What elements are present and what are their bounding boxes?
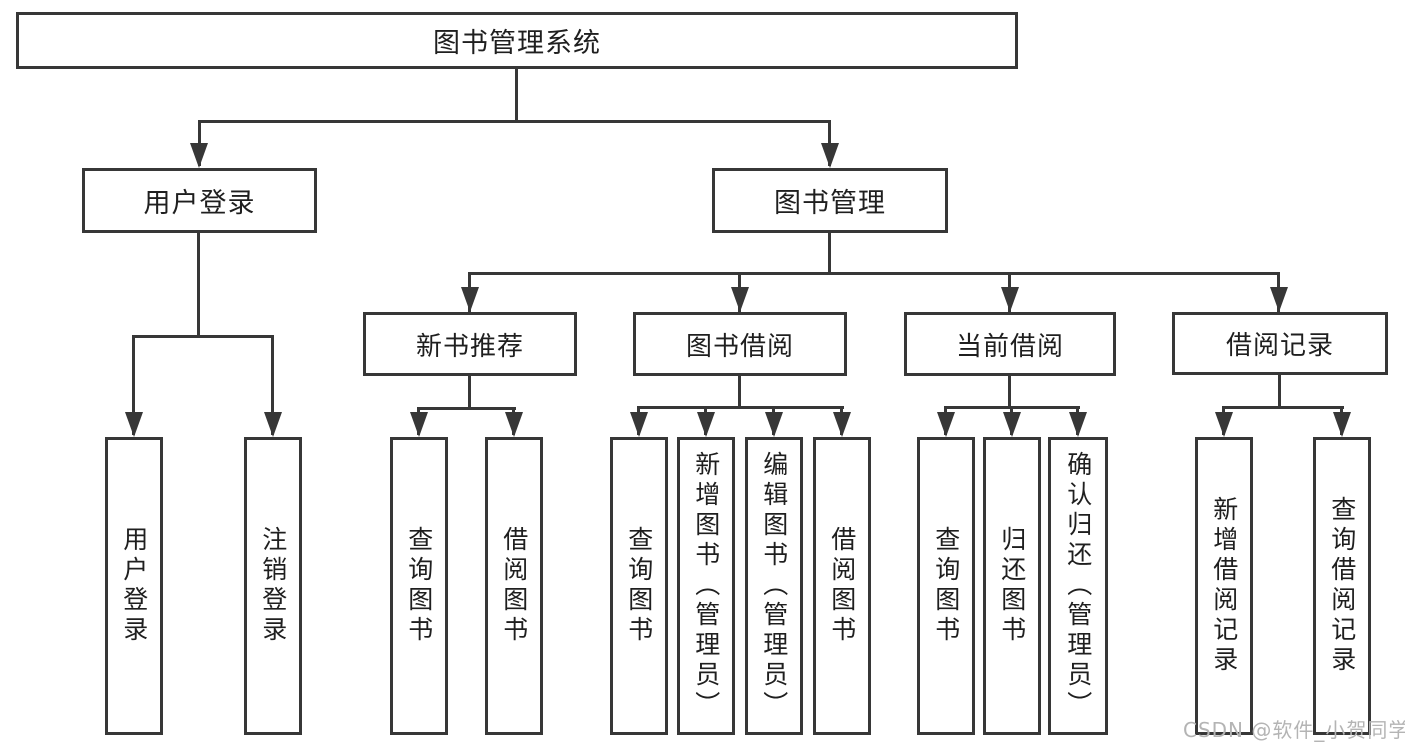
- connector-book-stem: [828, 233, 831, 275]
- arrowhead: [765, 412, 783, 437]
- csdn-watermark: CSDN @软件_小贺同学: [1183, 718, 1405, 742]
- arrowhead: [630, 412, 648, 437]
- leaf-current-query-books: 查询图书: [917, 437, 975, 735]
- connector-recommend-stem: [468, 376, 471, 409]
- leaf-borrow-borrow-books: 借阅图书: [813, 437, 871, 735]
- connector-root-stem: [515, 69, 518, 122]
- leaf-current-confirm-return-admin: 确认归还（管理员）: [1048, 437, 1108, 735]
- connector-records-stem: [1278, 375, 1281, 408]
- arrowhead: [410, 412, 428, 437]
- leaf-user-login: 用户登录: [105, 437, 163, 735]
- leaf-borrow-borrow-books-label: 借阅图书: [827, 526, 857, 646]
- node-user-login: 用户登录: [82, 168, 317, 233]
- leaf-current-query-books-label: 查询图书: [931, 526, 961, 646]
- node-new-book-recommend: 新书推荐: [363, 312, 577, 376]
- connector-user-bus: [133, 335, 274, 338]
- connector-borrow-bus: [637, 406, 844, 409]
- node-borrow-records-label: 借阅记录: [1225, 331, 1334, 361]
- node-root-label: 图书管理系统: [433, 28, 601, 59]
- node-borrow-records: 借阅记录: [1172, 312, 1388, 375]
- leaf-borrow-edit-books-admin-label: 编辑图书（管理员）: [759, 451, 789, 721]
- leaf-recommend-borrow-books: 借阅图书: [485, 437, 543, 735]
- leaf-records-query-record: 查询借阅记录: [1313, 437, 1371, 735]
- node-user-login-label: 用户登录: [143, 188, 256, 219]
- arrowhead: [505, 412, 523, 437]
- leaf-recommend-query-books: 查询图书: [390, 437, 448, 735]
- leaf-current-return-books: 归还图书: [983, 437, 1041, 735]
- leaf-borrow-edit-books-admin: 编辑图书（管理员）: [745, 437, 803, 735]
- leaf-recommend-query-books-label: 查询图书: [404, 526, 434, 646]
- arrowhead: [1001, 287, 1019, 312]
- arrowhead: [1270, 287, 1288, 312]
- connector-recommend-bus: [417, 407, 516, 410]
- node-new-book-recommend-label: 新书推荐: [415, 331, 524, 362]
- node-root-system: 图书管理系统: [16, 12, 1018, 69]
- leaf-current-confirm-return-admin-label: 确认归还（管理员）: [1063, 451, 1093, 721]
- node-current-borrow-label: 当前借阅: [955, 331, 1064, 362]
- arrowhead: [1215, 412, 1233, 437]
- leaf-borrow-query-books: 查询图书: [610, 437, 668, 735]
- connector-current-stem: [1008, 376, 1011, 408]
- connector-borrow-stem: [738, 376, 741, 408]
- connector-to-leaf-logout: [271, 335, 274, 435]
- arrowhead: [125, 412, 143, 437]
- leaf-records-add-record: 新增借阅记录: [1195, 437, 1253, 735]
- arrowhead: [264, 412, 282, 437]
- leaf-logout: 注销登录: [244, 437, 302, 735]
- leaf-recommend-borrow-books-label: 借阅图书: [499, 526, 529, 646]
- leaf-borrow-query-books-label: 查询图书: [624, 526, 654, 646]
- connector-user-stem: [197, 233, 200, 336]
- node-book-management: 图书管理: [712, 168, 948, 233]
- arrowhead: [1003, 412, 1021, 437]
- arrowhead: [697, 412, 715, 437]
- connector-records-bus: [1222, 406, 1344, 409]
- leaf-borrow-add-books-admin-label: 新增图书（管理员）: [691, 451, 721, 721]
- node-book-borrow-label: 图书借阅: [685, 331, 794, 362]
- connector-root-bus: [198, 120, 831, 123]
- arrowhead: [190, 143, 208, 168]
- arrowhead: [937, 412, 955, 437]
- leaf-records-query-record-label: 查询借阅记录: [1327, 496, 1357, 676]
- leaf-records-add-record-label: 新增借阅记录: [1209, 496, 1239, 676]
- arrowhead: [1069, 412, 1087, 437]
- leaf-user-login-label: 用户登录: [119, 526, 149, 646]
- node-book-borrow: 图书借阅: [633, 312, 847, 376]
- arrowhead: [833, 412, 851, 437]
- node-book-management-label: 图书管理: [774, 188, 886, 219]
- arrowhead: [731, 287, 749, 312]
- leaf-borrow-add-books-admin: 新增图书（管理员）: [677, 437, 735, 735]
- connector-book-bus: [469, 272, 1280, 275]
- node-current-borrow: 当前借阅: [904, 312, 1116, 376]
- connector-to-leaf-user-login: [132, 335, 135, 435]
- leaf-logout-label: 注销登录: [258, 526, 288, 646]
- arrowhead: [1333, 412, 1351, 437]
- arrowhead: [821, 143, 839, 168]
- leaf-current-return-books-label: 归还图书: [997, 526, 1027, 646]
- arrowhead: [461, 287, 479, 312]
